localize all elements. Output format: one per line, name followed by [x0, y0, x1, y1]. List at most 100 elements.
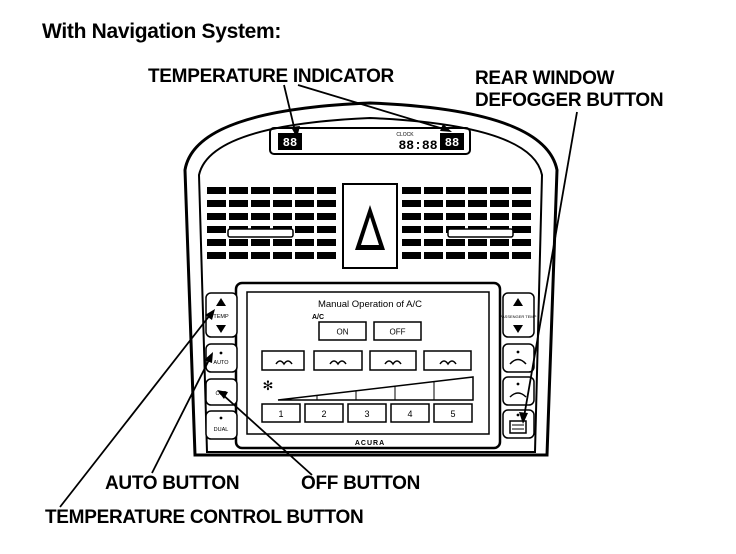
- leader-arrowheads: [204, 124, 528, 424]
- vent-slat: [295, 252, 314, 259]
- vent-slat: [207, 226, 226, 233]
- vent-slat: [512, 200, 531, 207]
- auto-indicator-icon: [219, 351, 223, 355]
- front-defrost-button[interactable]: [502, 376, 535, 406]
- recirculation-icon: [509, 358, 527, 365]
- temperature-control-button-label: TEMPERATURE CONTROL BUTTON: [45, 507, 364, 528]
- vent-slat: [317, 200, 336, 207]
- vent-slat: [402, 239, 421, 246]
- inner-housing: [197, 116, 544, 453]
- leader-temp-right: [297, 84, 448, 131]
- brand-logo: ACURA: [355, 440, 385, 447]
- passenger-temp-label: PASSENGER TEMP: [500, 314, 537, 319]
- mode-buttons: [261, 350, 472, 371]
- leader-temperature-control: [59, 314, 211, 508]
- heading: With Navigation System:: [42, 20, 282, 43]
- vent-slat: [490, 187, 509, 194]
- ac-on-button[interactable]: [318, 321, 367, 341]
- vent-slat: [317, 226, 336, 233]
- vent-slat: [512, 213, 531, 220]
- vent-slat: [317, 252, 336, 259]
- fan-speed-button-3[interactable]: [347, 403, 387, 423]
- vent-slat: [402, 252, 421, 259]
- top-display: [269, 127, 471, 155]
- fan-speed-label: 4: [407, 409, 412, 419]
- front-defrost-indicator-icon: [516, 382, 520, 386]
- vent-slat: [295, 226, 314, 233]
- hazard-button[interactable]: [342, 183, 398, 269]
- ac-off-label: OFF: [390, 328, 406, 337]
- vent-slat: [207, 200, 226, 207]
- vent-slat: [402, 213, 421, 220]
- auto-button[interactable]: [205, 343, 238, 373]
- rear-defogger-label-line2: DEFOGGER BUTTON: [475, 90, 664, 111]
- vent-slat: [251, 187, 270, 194]
- vent-slat: [251, 213, 270, 220]
- vent-slat: [402, 200, 421, 207]
- arrowhead-off: [217, 390, 228, 399]
- passenger-temp-button[interactable]: [502, 292, 535, 338]
- arrowhead-rear-defogger: [519, 412, 528, 424]
- left-vent-tab[interactable]: [227, 228, 294, 238]
- vent-slat: [490, 200, 509, 207]
- screen-subtitle: A/C: [312, 314, 324, 321]
- leader-temp-left: [283, 84, 296, 132]
- arrowhead-temp-right: [440, 124, 452, 132]
- vent-slat: [468, 252, 487, 259]
- vent-slat: [317, 213, 336, 220]
- ac-on-label: ON: [337, 328, 349, 337]
- vent-slat: [273, 187, 292, 194]
- right-vent-tab[interactable]: [447, 228, 514, 238]
- recirculation-button[interactable]: [502, 343, 535, 373]
- vent-slat: [207, 252, 226, 259]
- leader-lines: [59, 84, 578, 508]
- vent-slat: [402, 187, 421, 194]
- rear-defogger-icon: [509, 420, 527, 434]
- vent-slat: [295, 187, 314, 194]
- mode-vent-button[interactable]: [261, 350, 305, 371]
- vent-slat: [229, 239, 248, 246]
- vent-slat: [295, 213, 314, 220]
- fan-speed-button-2[interactable]: [304, 403, 344, 423]
- fan-speed-bar: [277, 376, 474, 401]
- clock-label: CLOCK: [396, 132, 414, 138]
- vent-slat: [512, 252, 531, 259]
- vent-slat: [229, 200, 248, 207]
- vent-slat: [273, 213, 292, 220]
- mode-floor-icon: [384, 360, 402, 366]
- ac-off-button[interactable]: [373, 321, 422, 341]
- vent-slat: [251, 252, 270, 259]
- mode-bilevel-button[interactable]: [313, 350, 363, 371]
- vent-slat: [446, 200, 465, 207]
- dual-button[interactable]: [205, 410, 238, 440]
- auto-button-text: AUTO: [213, 360, 229, 366]
- left-temp-digits: 88: [283, 136, 297, 150]
- vent-slat: [490, 239, 509, 246]
- fan-speed-label: 3: [364, 409, 369, 419]
- vent-slat: [273, 200, 292, 207]
- recirculation-indicator-icon: [516, 350, 520, 354]
- vent-slat: [490, 213, 509, 220]
- right-temp-indicator: [440, 133, 464, 150]
- rear-defogger-indicator-icon: [516, 413, 520, 417]
- leader-rear-defogger: [523, 111, 578, 418]
- vent-slat: [251, 200, 270, 207]
- left-air-vent: [207, 187, 336, 259]
- mode-floor-defrost-button[interactable]: [423, 350, 472, 371]
- vent-slat: [446, 213, 465, 220]
- fan-speed-button-5[interactable]: [433, 403, 473, 423]
- vent-slat: [273, 239, 292, 246]
- temp-up-icon: [216, 298, 226, 306]
- vent-slat: [207, 213, 226, 220]
- vent-slat: [468, 239, 487, 246]
- fan-speed-button-1[interactable]: [261, 403, 301, 423]
- temp-down-icon: [216, 325, 226, 333]
- vent-slat: [273, 252, 292, 259]
- vent-slat: [424, 213, 443, 220]
- mode-vent-icon: [275, 360, 293, 366]
- right-air-vent: [402, 187, 531, 259]
- fan-speed-button-4[interactable]: [390, 403, 430, 423]
- mode-floor-button[interactable]: [369, 350, 417, 371]
- left-temp-indicator: [278, 133, 302, 150]
- arrowhead-temp-left: [291, 126, 300, 138]
